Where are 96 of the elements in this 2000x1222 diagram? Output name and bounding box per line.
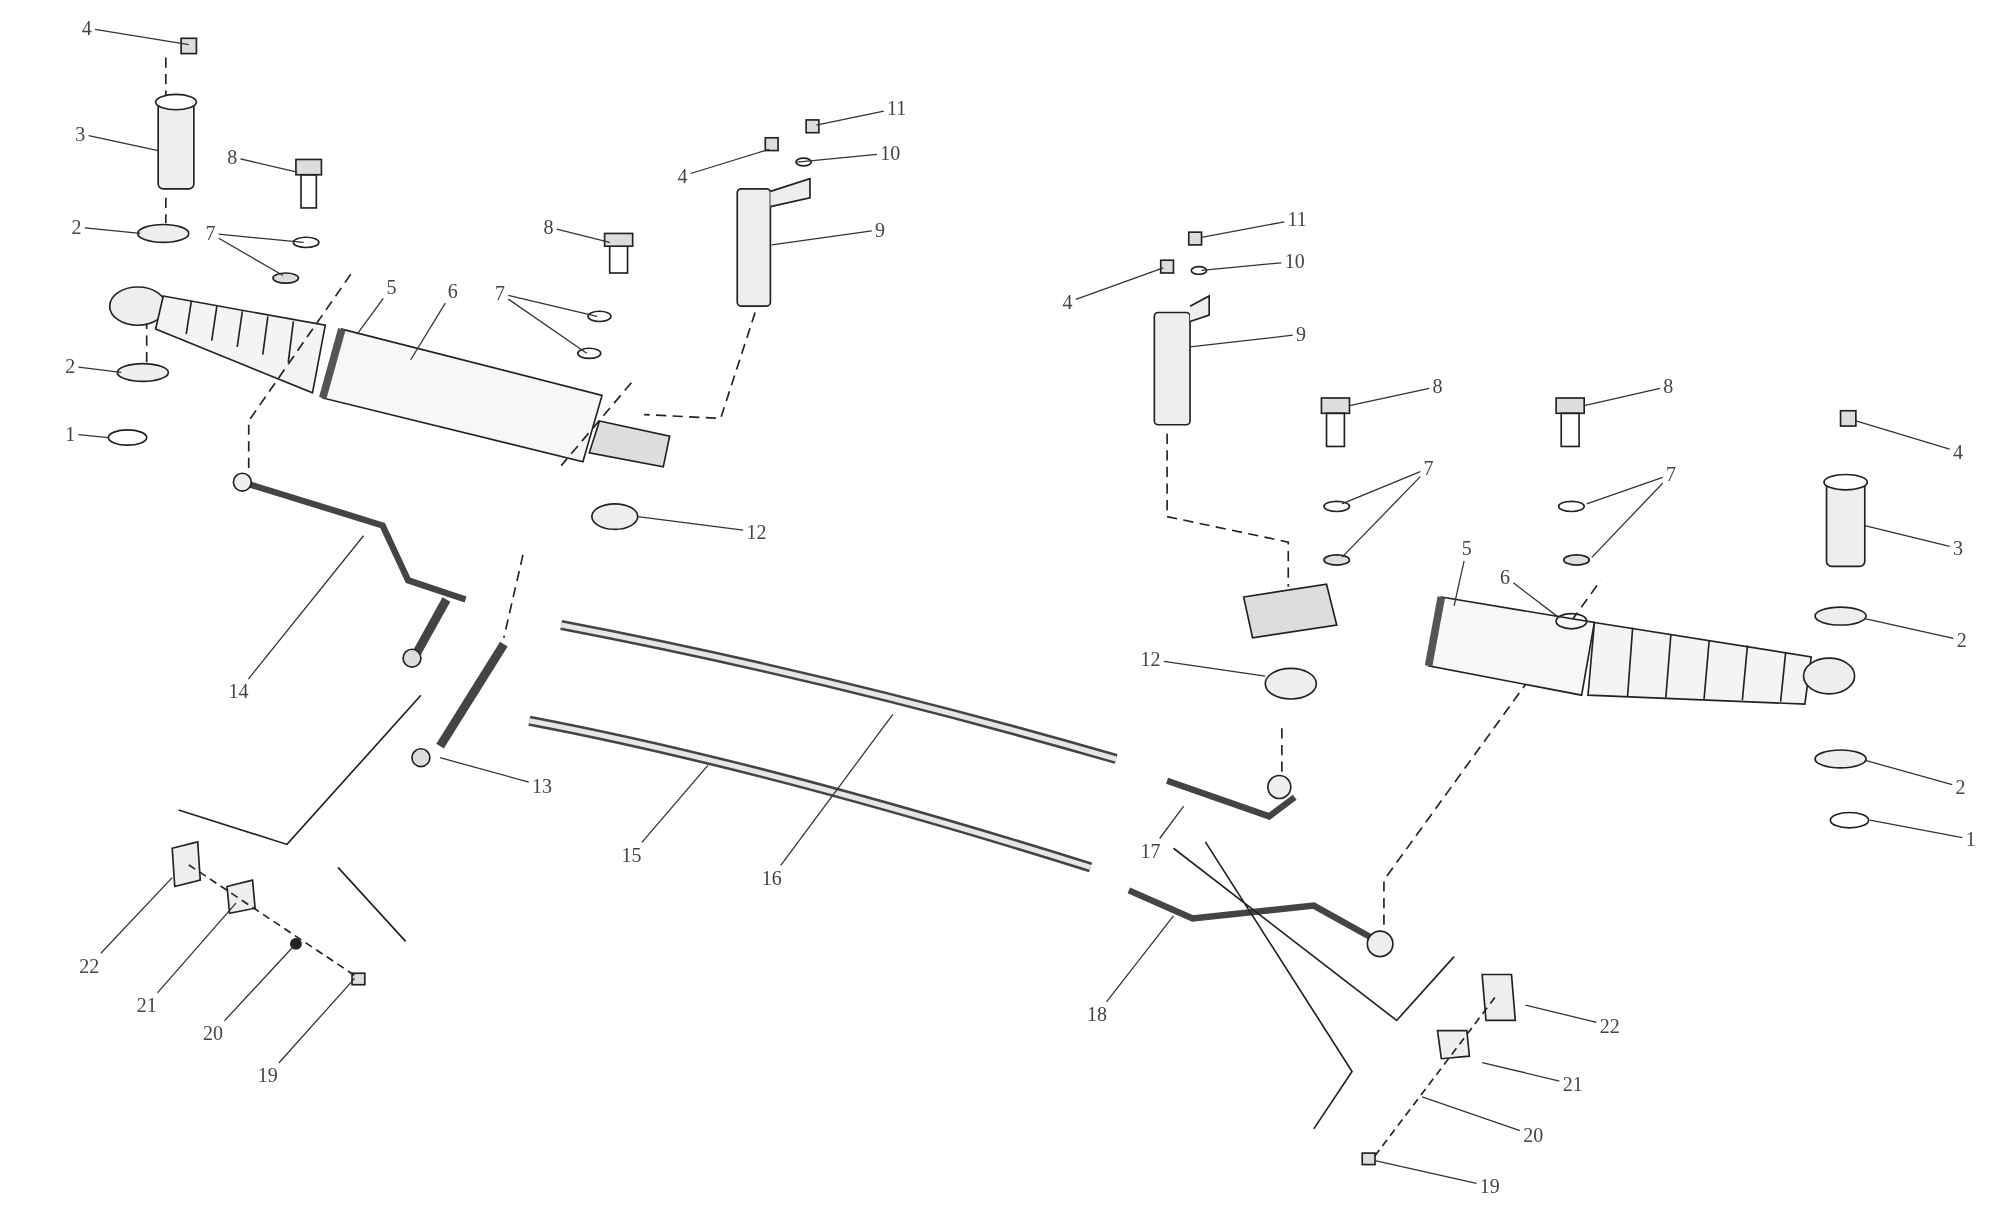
leader-line xyxy=(1864,759,1953,786)
leader-line xyxy=(278,977,356,1064)
callout-number: 8 xyxy=(541,216,556,239)
callout-number: 9 xyxy=(873,218,888,241)
leader-line xyxy=(1341,476,1421,559)
callout-number: 3 xyxy=(1950,537,1965,560)
leader-line xyxy=(1869,819,1964,839)
leader-line xyxy=(556,228,611,243)
leader-line xyxy=(780,713,894,866)
callout-number: 2 xyxy=(1953,776,1968,798)
leader-line xyxy=(1864,618,1955,640)
leader-line xyxy=(84,227,141,235)
leader-line xyxy=(507,298,588,354)
leader-line xyxy=(637,515,744,531)
leader-line xyxy=(94,28,190,46)
leader-line xyxy=(815,110,885,126)
callout-number: 13 xyxy=(530,774,555,797)
leader-line xyxy=(1524,1004,1598,1023)
leader-line xyxy=(1163,660,1266,677)
callout-number: 21 xyxy=(134,994,159,1017)
leader-line xyxy=(1105,915,1175,1003)
leader-line xyxy=(223,945,294,1022)
callout-number: 12 xyxy=(1138,648,1163,671)
leader-line xyxy=(1855,420,1951,450)
callout-number: 8 xyxy=(1661,375,1676,398)
callout-number: 7 xyxy=(493,282,507,305)
leader-line xyxy=(100,876,173,954)
callout-number: 17 xyxy=(1138,839,1163,862)
leader-line xyxy=(1200,221,1285,238)
leader-line xyxy=(1374,1160,1478,1184)
callout-number: 11 xyxy=(885,97,909,120)
callout-number: 16 xyxy=(759,866,784,889)
callout-number: 14 xyxy=(226,680,251,703)
leader-line xyxy=(439,757,530,783)
leader-line xyxy=(1158,805,1185,840)
leader-line xyxy=(690,148,770,175)
leader-line xyxy=(1864,524,1951,548)
leader-line xyxy=(1348,387,1430,407)
callout-number: 2 xyxy=(1954,629,1969,652)
callout-number: 5 xyxy=(1459,537,1474,560)
leader-line xyxy=(1453,560,1465,607)
callout-number: 4 xyxy=(675,165,690,187)
callout-number: 7 xyxy=(203,222,218,245)
callout-number: 11 xyxy=(1285,208,1309,231)
callout-number: 9 xyxy=(1294,323,1308,346)
leader-line xyxy=(796,153,878,163)
leader-line xyxy=(1591,482,1664,559)
leader-line xyxy=(156,902,237,994)
callout-number: 2 xyxy=(63,355,78,378)
callout-number: 5 xyxy=(384,276,399,298)
leader-line xyxy=(247,535,365,680)
callout-number: 1 xyxy=(63,422,78,445)
leader-line xyxy=(771,230,873,246)
callout-number: 21 xyxy=(1560,1073,1585,1096)
callout-number: 20 xyxy=(201,1022,225,1045)
leader-line xyxy=(218,237,284,277)
callout-number: 12 xyxy=(744,520,769,543)
callout-number: 7 xyxy=(1421,457,1436,480)
callout-number: 10 xyxy=(1282,250,1307,273)
leader-line xyxy=(410,302,446,361)
leader-line xyxy=(1189,334,1294,348)
leader-line xyxy=(77,366,122,374)
callout-number: 22 xyxy=(1597,1014,1622,1037)
leader-line xyxy=(1341,470,1421,505)
leader-line xyxy=(218,233,305,243)
leader-line xyxy=(77,433,110,439)
callout-number: 2 xyxy=(69,216,84,239)
callout-number: 19 xyxy=(255,1064,280,1087)
leader-line xyxy=(1200,262,1282,272)
leader-line xyxy=(507,294,598,317)
callout-number: 10 xyxy=(878,142,903,165)
callout-number: 8 xyxy=(225,145,240,168)
callout-number: 7 xyxy=(1663,463,1678,486)
callout-number: 15 xyxy=(619,843,644,866)
callout-number: 22 xyxy=(77,954,102,977)
callout-number: 4 xyxy=(1950,440,1965,463)
callout-number: 1 xyxy=(1963,828,1978,851)
leader-line xyxy=(1075,267,1164,300)
callout-number: 6 xyxy=(445,279,460,302)
callout-number: 4 xyxy=(79,17,94,40)
callout-number: 20 xyxy=(1521,1124,1546,1147)
callout-number: 6 xyxy=(1498,565,1513,588)
leader-line xyxy=(1586,476,1664,505)
leader-line xyxy=(239,158,298,173)
callout-number: 19 xyxy=(1477,1175,1502,1198)
callout-number: 4 xyxy=(1060,291,1075,314)
leader-line xyxy=(641,764,709,843)
leader-line xyxy=(1512,582,1560,618)
callout-number: 8 xyxy=(1430,375,1445,398)
callout-number: 3 xyxy=(73,122,88,145)
callout-number: 18 xyxy=(1084,1003,1109,1025)
leader-line xyxy=(356,297,384,335)
leader-line xyxy=(88,135,159,152)
leader-line xyxy=(1421,1096,1521,1132)
leader-line xyxy=(1583,387,1661,407)
leader-line xyxy=(1481,1061,1561,1082)
